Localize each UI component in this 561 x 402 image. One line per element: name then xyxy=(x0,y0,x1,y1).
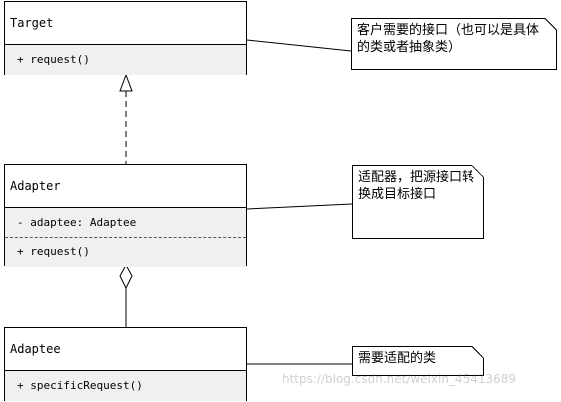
note-link-target xyxy=(246,39,352,52)
note-target[interactable]: 客户需要的接口（也可以是具体的类或者抽象类） xyxy=(351,18,557,70)
class-adaptee[interactable]: Adaptee + specificRequest() xyxy=(4,327,247,401)
class-name: Target xyxy=(5,2,246,45)
class-target[interactable]: Target + request() xyxy=(4,1,247,75)
watermark: https://blog.csdn.net/weixin_45413689 xyxy=(282,372,517,386)
methods-section: + request() xyxy=(5,238,246,267)
methods-section: + request() xyxy=(5,45,246,75)
attribute: - adaptee: Adaptee xyxy=(17,216,137,229)
aggregation-diamond xyxy=(119,263,133,290)
note-adaptee[interactable]: 需要适配的类 xyxy=(352,346,484,376)
method: + request() xyxy=(17,245,90,258)
attributes-section: - adaptee: Adaptee xyxy=(5,208,246,238)
note-adapter[interactable]: 适配器，把源接口转换成目标接口 xyxy=(352,165,484,239)
class-name: Adapter xyxy=(5,165,246,208)
class-adapter[interactable]: Adapter - adaptee: Adaptee + request() xyxy=(4,164,247,267)
methods-section: + specificRequest() xyxy=(5,371,246,401)
class-name: Adaptee xyxy=(5,328,246,371)
realization-arrowhead xyxy=(119,73,133,92)
method: + specificRequest() xyxy=(17,379,143,392)
note-link-adapter xyxy=(246,203,353,210)
method: + request() xyxy=(17,53,90,66)
